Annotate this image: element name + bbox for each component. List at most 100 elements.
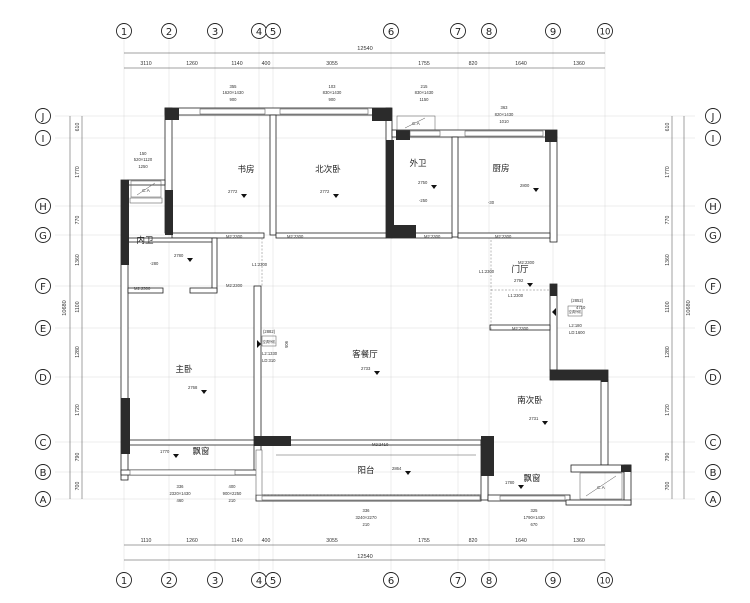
axis-label: B bbox=[40, 468, 47, 479]
axis-label: 1 bbox=[121, 576, 127, 587]
dim-segment: 1100 bbox=[75, 301, 81, 312]
room-north-bedroom: 北次卧 bbox=[315, 164, 341, 175]
dim-chain-bottom: 12540 1110 1260 1140 400 3055 1755 820 1… bbox=[124, 538, 605, 561]
door-tag: M2:2300 bbox=[226, 283, 243, 288]
dim-segment: 790 bbox=[665, 453, 671, 462]
dashed-lines bbox=[261, 238, 550, 496]
room-bay-window: 飘窗 bbox=[523, 473, 540, 484]
height-value: -280 bbox=[150, 261, 159, 266]
dim-segment: 820 bbox=[469, 61, 478, 67]
window-tag: 520×1120 bbox=[134, 157, 153, 162]
room-living-dining: 客餐厅 bbox=[352, 349, 378, 360]
axis-label: H bbox=[39, 202, 47, 213]
ca-label: C A bbox=[142, 188, 151, 194]
dim-segment: 1755 bbox=[418, 61, 430, 67]
window-tag: 1150 bbox=[419, 97, 429, 102]
axis-label: 5 bbox=[270, 576, 276, 587]
axis-label: I bbox=[42, 134, 45, 145]
room-labels: 书房 北次卧 外卫 厨房 内卫 门厅 主卧 客餐厅 南次卧 飘窗 阳台 飘窗 bbox=[136, 158, 543, 484]
height-value: 2792 bbox=[514, 278, 524, 283]
axis-label: A bbox=[710, 495, 717, 506]
dim-chain-right: 10680 610 1770 770 1360 1100 1280 1720 7… bbox=[665, 116, 692, 499]
axis-label: 10 bbox=[600, 577, 611, 587]
window-tag: 336 bbox=[177, 484, 185, 489]
axis-label: 2 bbox=[166, 27, 172, 38]
dim-segment: 770 bbox=[75, 216, 81, 225]
dim-segment: 1360 bbox=[573, 61, 585, 67]
dim-segment: 1770 bbox=[665, 166, 671, 178]
ca-label: C A bbox=[412, 121, 421, 127]
room-south-bedroom: 南次卧 bbox=[517, 395, 543, 406]
dim-segment: 1110 bbox=[141, 538, 152, 544]
window-tag: 830×1430 bbox=[415, 90, 434, 95]
axis-label: F bbox=[710, 282, 716, 293]
dim-segment: 1360 bbox=[573, 538, 585, 544]
beam-tag: L1:2300 bbox=[252, 262, 268, 267]
height-value: -30 bbox=[488, 200, 495, 205]
window-tag: 1790×1430 bbox=[523, 515, 545, 520]
height-value: 2864 bbox=[392, 466, 402, 471]
axis-label: 5 bbox=[270, 27, 276, 38]
ca-box-top: C A bbox=[396, 115, 436, 131]
ac-box-label: 空调外机 bbox=[263, 339, 277, 344]
window-tag: 363 bbox=[501, 105, 509, 110]
door-tag: M2:2300 bbox=[518, 260, 535, 265]
windows bbox=[129, 108, 566, 501]
dim-segment: 1280 bbox=[665, 346, 671, 358]
ca-label: C A bbox=[597, 485, 606, 491]
height-value: 2800 bbox=[520, 183, 530, 188]
door-tag: M2:2410 bbox=[372, 442, 389, 447]
dim-segment: 1100 bbox=[665, 301, 671, 312]
dim-segment: 1360 bbox=[75, 254, 81, 266]
room-master-bedroom: 主卧 bbox=[175, 364, 193, 375]
height-value: 2780 bbox=[174, 253, 184, 258]
dim-segment: 3110 bbox=[140, 61, 151, 67]
window-tag: 325 bbox=[531, 508, 539, 513]
dim-segment: 610 bbox=[665, 123, 671, 132]
door-tags: M2:2300 M2:2300 M2:2300 M2:2300 M2:2300 … bbox=[134, 234, 535, 447]
dim-segment: 700 bbox=[75, 482, 81, 491]
window-tag: 460 bbox=[177, 498, 185, 503]
door-tag: M2:2300 bbox=[134, 286, 151, 291]
room-inner-bath: 内卫 bbox=[136, 235, 154, 246]
height-value: 1780 bbox=[505, 480, 515, 485]
window-tag: 830×1430 bbox=[323, 90, 342, 95]
height-value: 2733 bbox=[361, 366, 371, 371]
dim-segment: 1140 bbox=[231, 538, 242, 544]
ca-box-bottom: C A bbox=[579, 472, 623, 500]
dim-segment: 1720 bbox=[75, 404, 81, 416]
dim-segment: 1770 bbox=[75, 166, 81, 178]
height-value: 1770 bbox=[160, 449, 170, 454]
axis-label: 8 bbox=[486, 576, 492, 587]
dim-segment: 1360 bbox=[665, 254, 671, 266]
room-foyer: 门厅 bbox=[511, 264, 529, 275]
dim-segment: 1755 bbox=[418, 538, 430, 544]
beam-tag: L1:2300 bbox=[508, 293, 524, 298]
window-tag: 1250 bbox=[138, 164, 148, 169]
height-markers: 2772 2772 2750 -250 2800 -30 2780 -280 2… bbox=[150, 180, 548, 489]
beam-tag: L1:2300 bbox=[479, 269, 495, 274]
window-tag: 2320×1430 bbox=[169, 491, 191, 496]
dim-chain-left: 10680 610 1770 770 1360 1100 1280 1720 7… bbox=[62, 116, 83, 499]
ac-line: LD:310 bbox=[262, 358, 276, 363]
dim-chain-top: 12540 3110 1260 1140 400 3055 1755 820 1… bbox=[124, 46, 605, 69]
axis-label: 4 bbox=[256, 27, 262, 38]
ac-side: 905 bbox=[284, 341, 289, 349]
window-tag: 215 bbox=[421, 84, 429, 89]
ac-line: L2:1330 bbox=[262, 351, 278, 356]
room-kitchen: 厨房 bbox=[492, 163, 509, 174]
dim-segment: 1720 bbox=[665, 404, 671, 416]
ac-line: LD:1600 bbox=[569, 330, 586, 335]
ac-tag: (2882) bbox=[263, 329, 276, 334]
dim-segment: 1280 bbox=[75, 346, 81, 358]
dim-segment: 3055 bbox=[326, 538, 338, 544]
window-tag: 150 bbox=[140, 151, 148, 156]
dim-total: 12540 bbox=[357, 46, 373, 52]
dim-total: 10680 bbox=[62, 300, 68, 316]
axis-label: 10 bbox=[600, 28, 611, 38]
dim-segment: 1260 bbox=[186, 61, 198, 67]
dim-segment: 610 bbox=[75, 123, 81, 132]
axis-label: G bbox=[709, 231, 717, 242]
room-balcony: 阳台 bbox=[357, 465, 374, 476]
